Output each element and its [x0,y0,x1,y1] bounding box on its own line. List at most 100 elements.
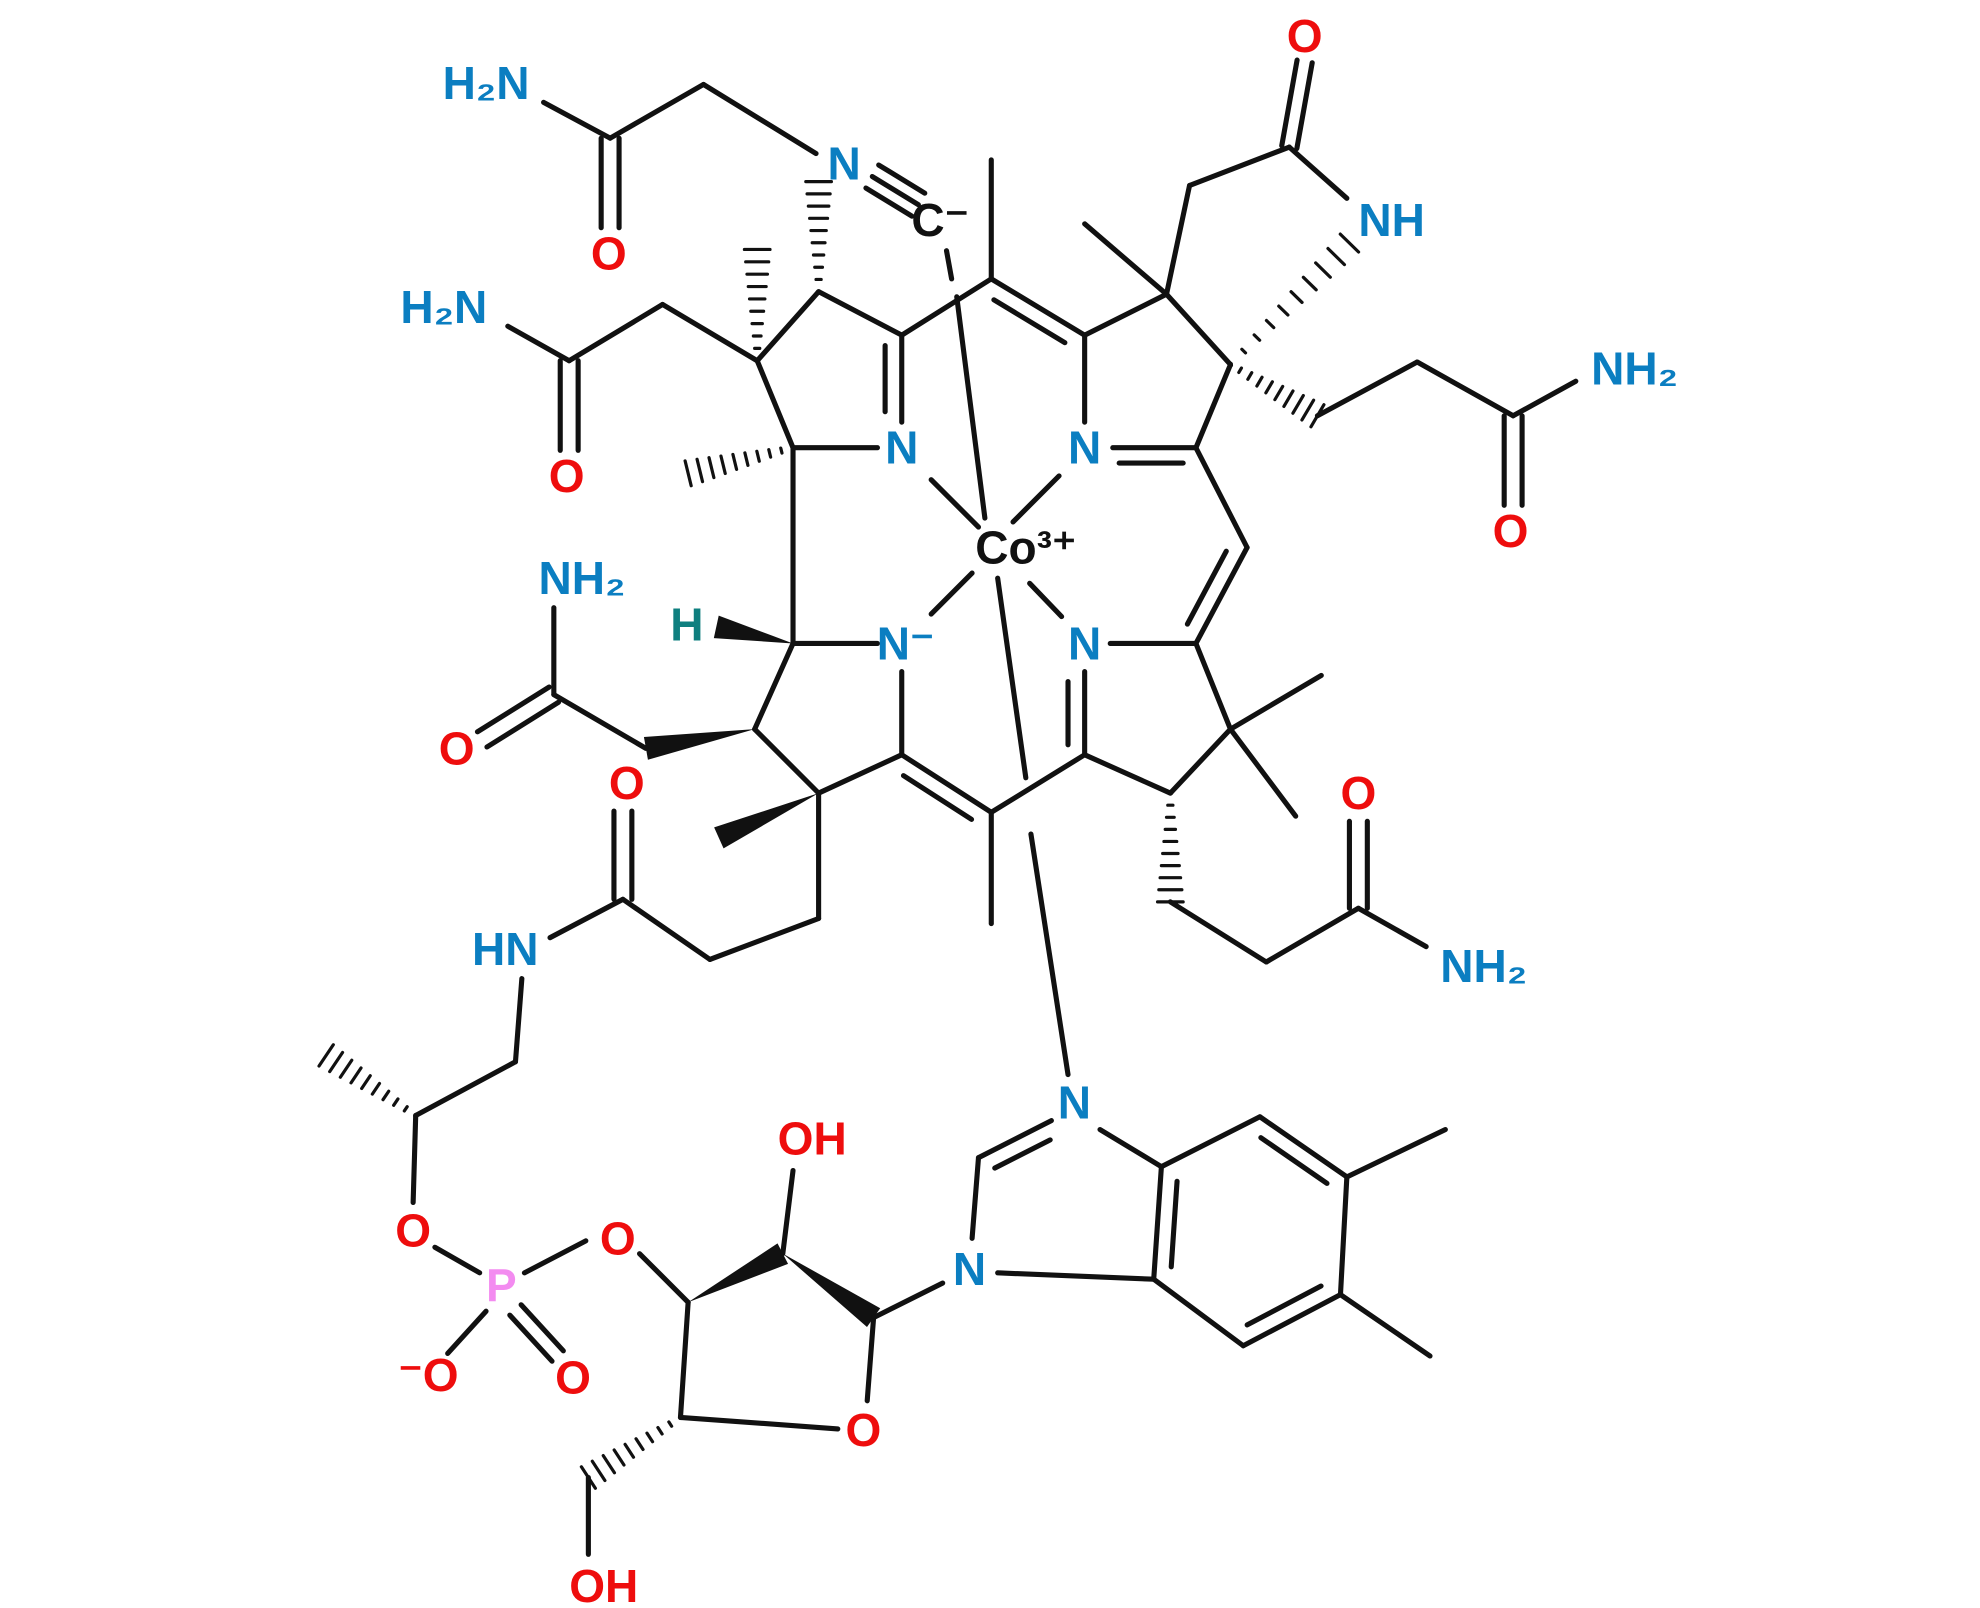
bond [370,1081,382,1096]
bond [1282,389,1295,409]
bond [863,185,915,219]
bond [634,1437,645,1452]
bond [864,1315,877,1404]
bond [645,1431,655,1444]
atom-labels: H₂N O N C⁻ H₂N O N N Co³⁺ NH₂ H N⁻ N O O… [395,10,1678,1608]
bond [1163,182,1193,297]
bond [995,575,1029,781]
bond [317,1043,335,1068]
atom-o: O [591,227,627,279]
bond [1291,393,1305,415]
bond [928,570,975,617]
bond [1167,726,1234,796]
atom-nh2: NH₂ [539,552,626,604]
bond [899,276,994,338]
bond [1300,398,1316,422]
bond [754,358,796,451]
bond [623,1442,636,1459]
bond [547,896,626,941]
bond [816,289,905,338]
atom-p: P [486,1260,517,1312]
atom-h2n: H₂N [400,281,487,333]
bonds [317,57,1579,1557]
atom-oh: OH [569,1560,638,1608]
bond [1193,544,1250,647]
bond [667,1420,674,1428]
atom-h2n: H₂N [443,57,530,109]
bond [871,1280,946,1321]
bond [601,1453,617,1475]
bond [975,1118,1054,1161]
bond [943,248,955,282]
bond [505,323,572,364]
bond [328,1050,345,1074]
bond [816,752,905,796]
atom-n: N [1068,422,1101,474]
bond [607,81,707,141]
bond [1082,291,1170,338]
bond [1289,290,1304,305]
atom-o-minus: ⁻O [398,1349,458,1401]
bond [1193,362,1234,451]
bond [1193,640,1234,732]
bond [954,294,988,521]
bond [338,1058,354,1079]
bond [1257,1114,1350,1180]
bond [900,773,975,822]
bond [754,289,822,364]
bond [1337,1292,1433,1359]
bond [677,1299,691,1420]
bond [1273,384,1285,402]
atom-o: O [600,1212,636,1264]
bond [1227,672,1324,732]
bond [1227,726,1299,819]
bond [1158,1114,1263,1170]
bond [432,1244,483,1276]
bond [755,449,761,463]
bond [1237,366,1244,375]
bond [677,1414,841,1432]
atom-n: N [885,422,918,474]
atom-n-cyano: N [828,138,861,190]
bond [1258,1135,1330,1186]
atom-h: H [670,598,703,650]
bond [507,1312,555,1364]
bond [1277,304,1290,317]
bond [899,752,994,815]
bond [1244,1283,1324,1328]
bond [1263,905,1361,965]
bond [474,684,552,735]
bond [678,1414,683,1421]
bond [1186,144,1292,189]
atom-o-ring: O [845,1404,881,1456]
bond [1264,380,1274,395]
bond [1027,580,1065,620]
atom-n-minus: N⁻ [877,617,935,669]
bond [620,896,713,962]
atom-o: O [1287,10,1323,62]
bond [991,297,1068,346]
atom-n-benzimidazole: N [1058,1077,1091,1129]
bond [683,459,693,488]
bond [1264,318,1276,330]
atom-hn: HN [472,923,538,975]
atom-o: O [549,450,585,502]
atom-c-cyano: C⁻ [911,194,969,246]
bond [566,301,666,364]
bond [1082,752,1173,796]
atom-cobalt: Co³⁺ [975,522,1076,574]
bond [1252,333,1262,342]
bond [1510,378,1579,419]
bond [1246,371,1254,381]
atom-oh: OH [778,1113,847,1165]
bond [1314,261,1332,279]
atom-nh: NH [1358,194,1424,246]
bond [1294,60,1315,152]
bond [551,692,649,751]
atom-nh2: NH₂ [1440,940,1527,992]
bond [1240,1292,1344,1349]
bond [656,1425,664,1436]
wedge-bond [643,729,755,760]
bond [512,976,525,1065]
